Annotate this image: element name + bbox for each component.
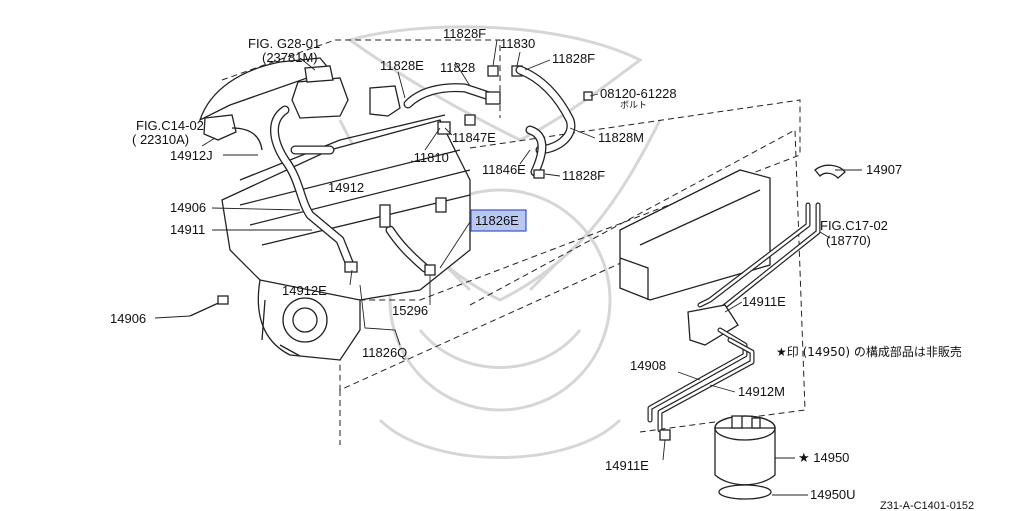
label-14906-a: 14906 <box>170 200 206 215</box>
label-fig-c14: FIG.C14-02 <box>136 118 204 133</box>
label-14912J: 14912J <box>170 148 213 163</box>
label-fig-c17-ref: (18770) <box>826 233 871 248</box>
label-08120-61228: 08120-61228 <box>600 86 677 101</box>
label-14911E-a: 14911E <box>742 294 786 309</box>
part-labels: FIG. G28-01 (23781M) FIG.C14-02 ( 22310A… <box>110 26 974 511</box>
label-14907: 14907 <box>866 162 902 177</box>
label-11810: .11810 <box>410 150 449 165</box>
label-fig-g28: FIG. G28-01 <box>248 36 320 51</box>
label-fig-g28-ref: (23781M) <box>262 50 318 65</box>
label-14912: 14912 <box>328 180 364 195</box>
label-14908: 14908 <box>630 358 666 373</box>
label-14950U: 14950U <box>810 487 856 502</box>
label-14911E-b: 14911E <box>605 458 649 473</box>
label-11846E: 11846E <box>482 162 526 177</box>
label-11828: 11828 <box>440 60 475 75</box>
label-14906-b: 14906 <box>110 311 146 326</box>
label-11826Q: 11826Q <box>362 345 407 360</box>
highlight-box-11826E[interactable] <box>470 209 527 232</box>
label-11828F-low: 11828F <box>562 168 605 183</box>
label-14950: ★ 14950 <box>798 450 849 465</box>
label-14911: 14911 <box>170 222 205 237</box>
label-11828M: 11828M <box>598 130 644 145</box>
label-fig-c14-ref: ( 22310A) <box>132 132 189 147</box>
label-15296: 15296 <box>392 303 428 318</box>
label-11828F-top: 11828F <box>443 26 486 41</box>
label-11847E: 11847E <box>452 130 496 145</box>
label-11826E[interactable]: 11826E <box>475 213 519 228</box>
label-fig-c17: FIG.C17-02 <box>820 218 888 233</box>
top-hose-assembly <box>403 65 593 179</box>
bolt-14906 <box>189 295 229 317</box>
tank-assembly <box>619 164 846 500</box>
label-11828E-top: 11828E <box>380 58 424 73</box>
label-14912E: 14912E <box>282 283 327 298</box>
label-bolt-jp: ボルト <box>620 100 647 111</box>
label-11828F-right: 11828F <box>552 51 595 66</box>
left-hose-assembly <box>270 105 447 276</box>
leader-lines <box>154 39 862 496</box>
label-note-jp: ★印 (14950) の構成部品は非販売 <box>776 344 962 359</box>
diagram-code: Z31-A-C1401-0152 <box>880 500 974 511</box>
valve-components <box>203 65 401 151</box>
label-11830: 11830 <box>500 36 535 51</box>
label-14912M: 14912M <box>738 384 785 399</box>
